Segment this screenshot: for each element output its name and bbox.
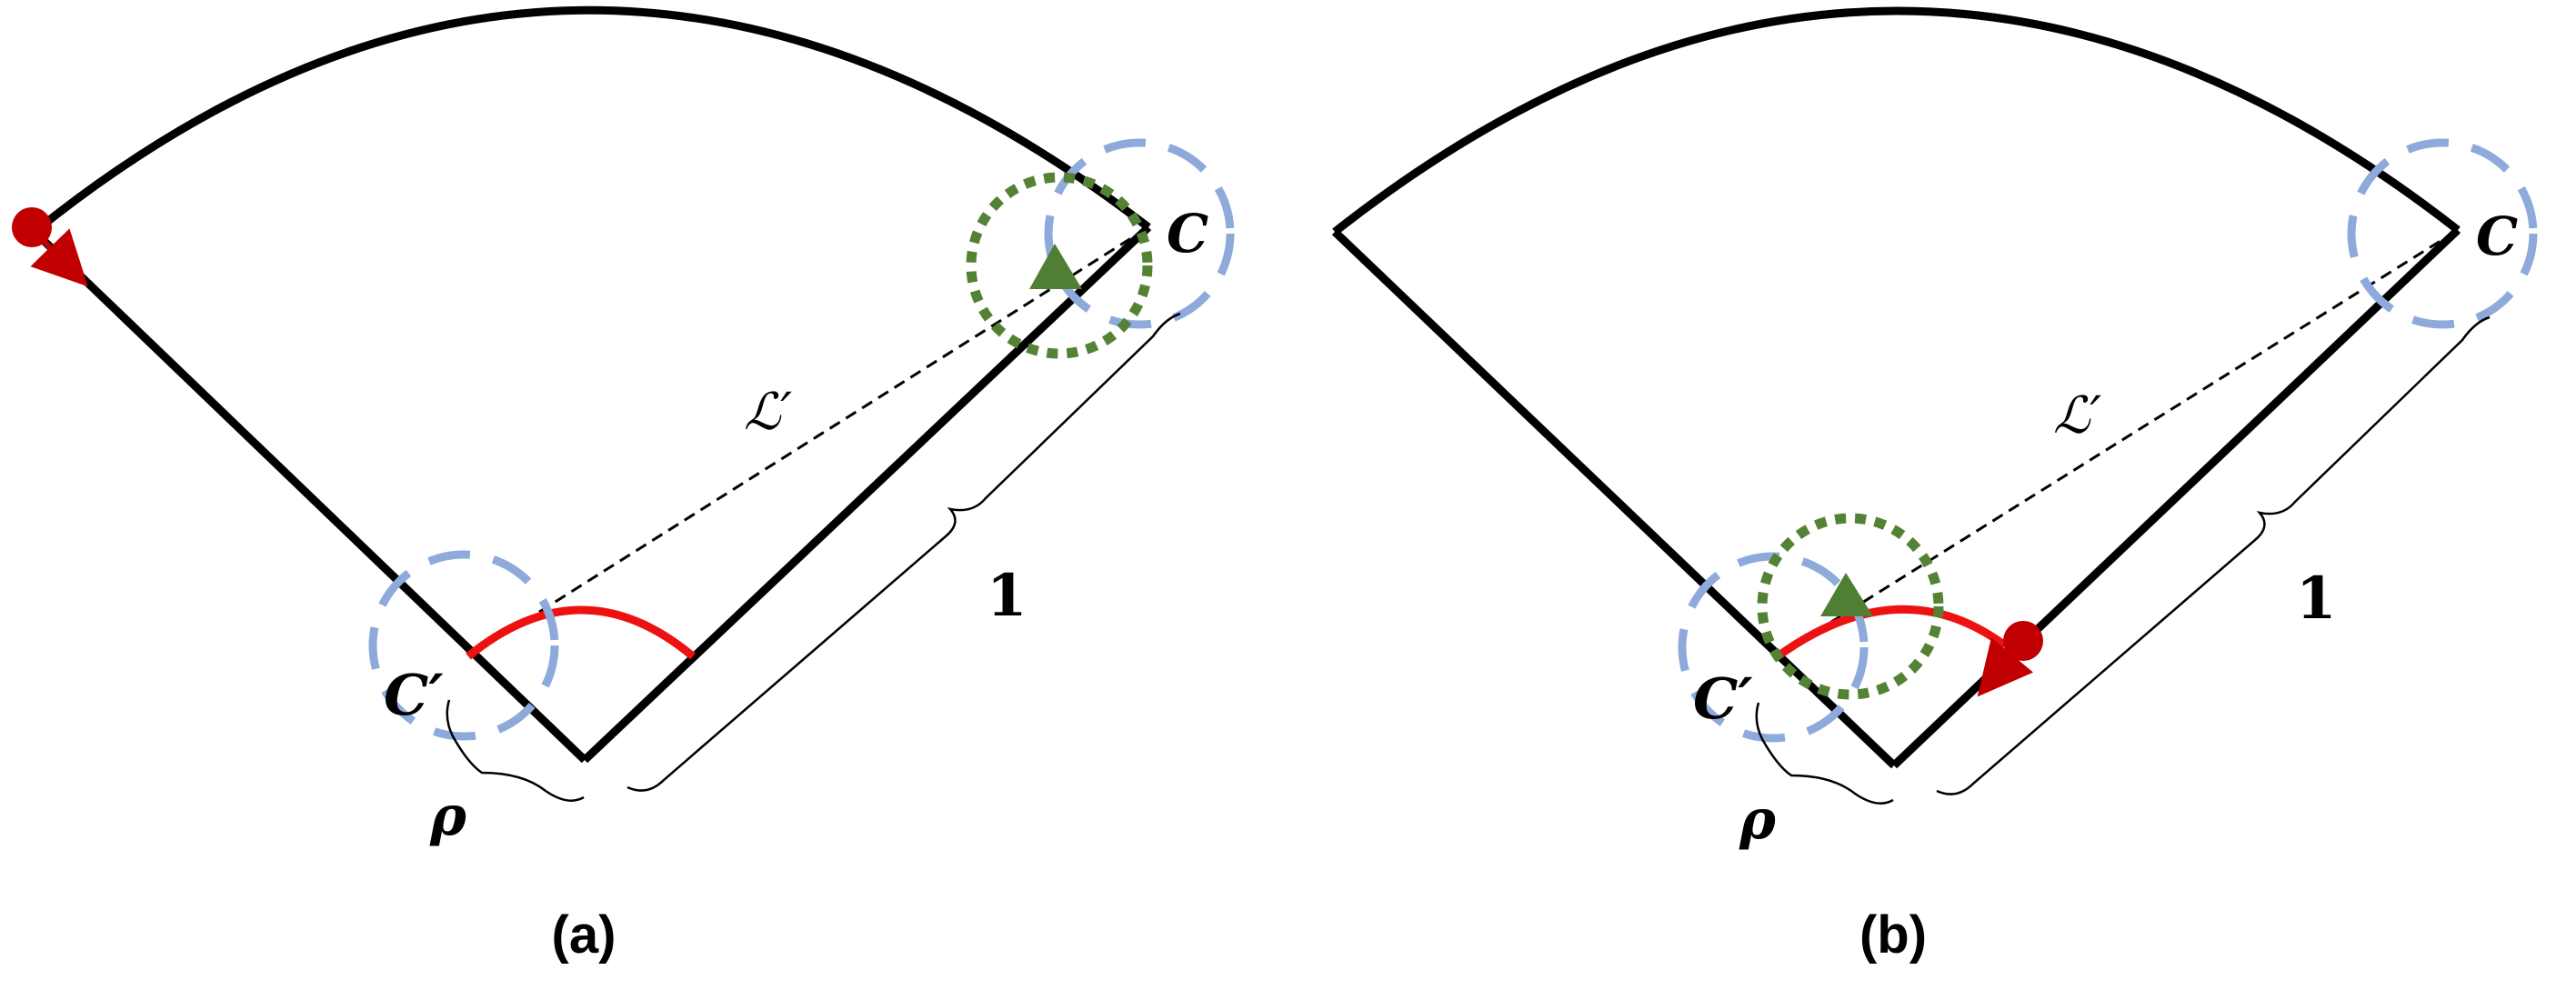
brace-one bbox=[1936, 315, 2491, 795]
target-circle bbox=[1757, 513, 1944, 700]
panel-b: C C′ ℒ′ ρ 1 (b) bbox=[1331, 6, 2538, 965]
walker-arrow bbox=[30, 228, 88, 287]
red-angle-arc bbox=[1775, 605, 2008, 660]
caption-b: (b) bbox=[1859, 905, 1927, 965]
label-L-prime: ℒ′ bbox=[744, 383, 792, 442]
brace-rho bbox=[1755, 702, 1894, 805]
brace-one bbox=[626, 312, 1181, 792]
sector-outline bbox=[1331, 6, 2461, 769]
label-one: 1 bbox=[987, 562, 1027, 630]
panel-a: C C′ ℒ′ ρ 1 (a) bbox=[12, 5, 1235, 965]
label-C-prime: C′ bbox=[1693, 665, 1753, 732]
outer-arc bbox=[32, 5, 1151, 235]
brace-rho bbox=[446, 699, 585, 802]
neighborhood-C bbox=[2347, 138, 2538, 329]
target-triangle bbox=[1820, 573, 1873, 616]
label-C: C bbox=[2476, 205, 2518, 267]
label-L-prime: ℒ′ bbox=[2053, 386, 2101, 445]
neighborhood-C-prime bbox=[368, 550, 559, 741]
label-C: C bbox=[1167, 203, 1208, 265]
label-C-prime: C′ bbox=[384, 662, 444, 728]
left-edge bbox=[1331, 228, 1898, 769]
outer-arc bbox=[1332, 6, 2461, 235]
sector-outline bbox=[31, 5, 1152, 764]
right-edge bbox=[1890, 226, 2461, 769]
caption-a: (a) bbox=[552, 905, 616, 965]
right-edge bbox=[581, 224, 1152, 764]
walker-arrow bbox=[1977, 637, 2034, 697]
neighborhood-C bbox=[1044, 138, 1235, 329]
label-rho: ρ bbox=[429, 785, 467, 848]
left-edge bbox=[31, 228, 588, 764]
target-circle bbox=[966, 172, 1153, 359]
label-rho: ρ bbox=[1739, 788, 1777, 852]
red-angle-arc bbox=[466, 605, 696, 660]
target-triangle bbox=[1029, 244, 1082, 289]
label-one: 1 bbox=[2296, 565, 2337, 633]
